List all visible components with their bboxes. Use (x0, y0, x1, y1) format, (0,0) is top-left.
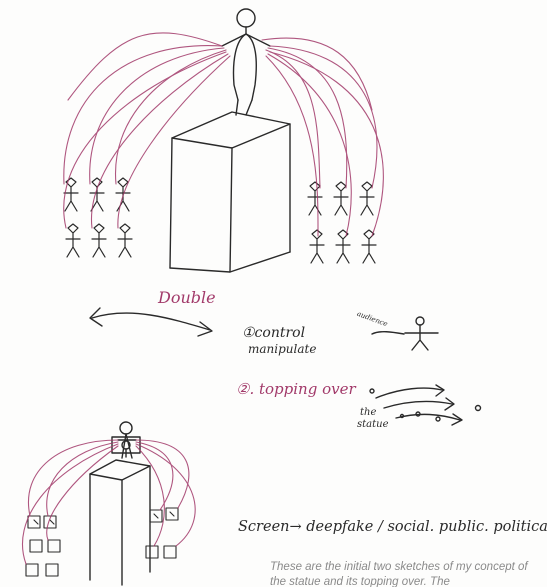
double-arrow (90, 308, 212, 336)
statue-label: statue (357, 420, 389, 430)
manipulate-label: manipulate (248, 343, 316, 355)
control-label: ①control (242, 326, 305, 340)
the-label: the (360, 408, 376, 418)
small-pedestal (90, 460, 150, 585)
toppling-label: ②. topping over (236, 382, 356, 397)
puppeteer-figure (222, 9, 270, 115)
small-audience (26, 508, 178, 576)
screen-note: Screen→ deepfake / social. public. polit… (238, 520, 547, 535)
double-label: Double (158, 290, 216, 306)
audience-left (64, 178, 132, 257)
caption-text: These are the initial two sketches of my… (270, 560, 545, 587)
pedestal-box (170, 112, 290, 272)
